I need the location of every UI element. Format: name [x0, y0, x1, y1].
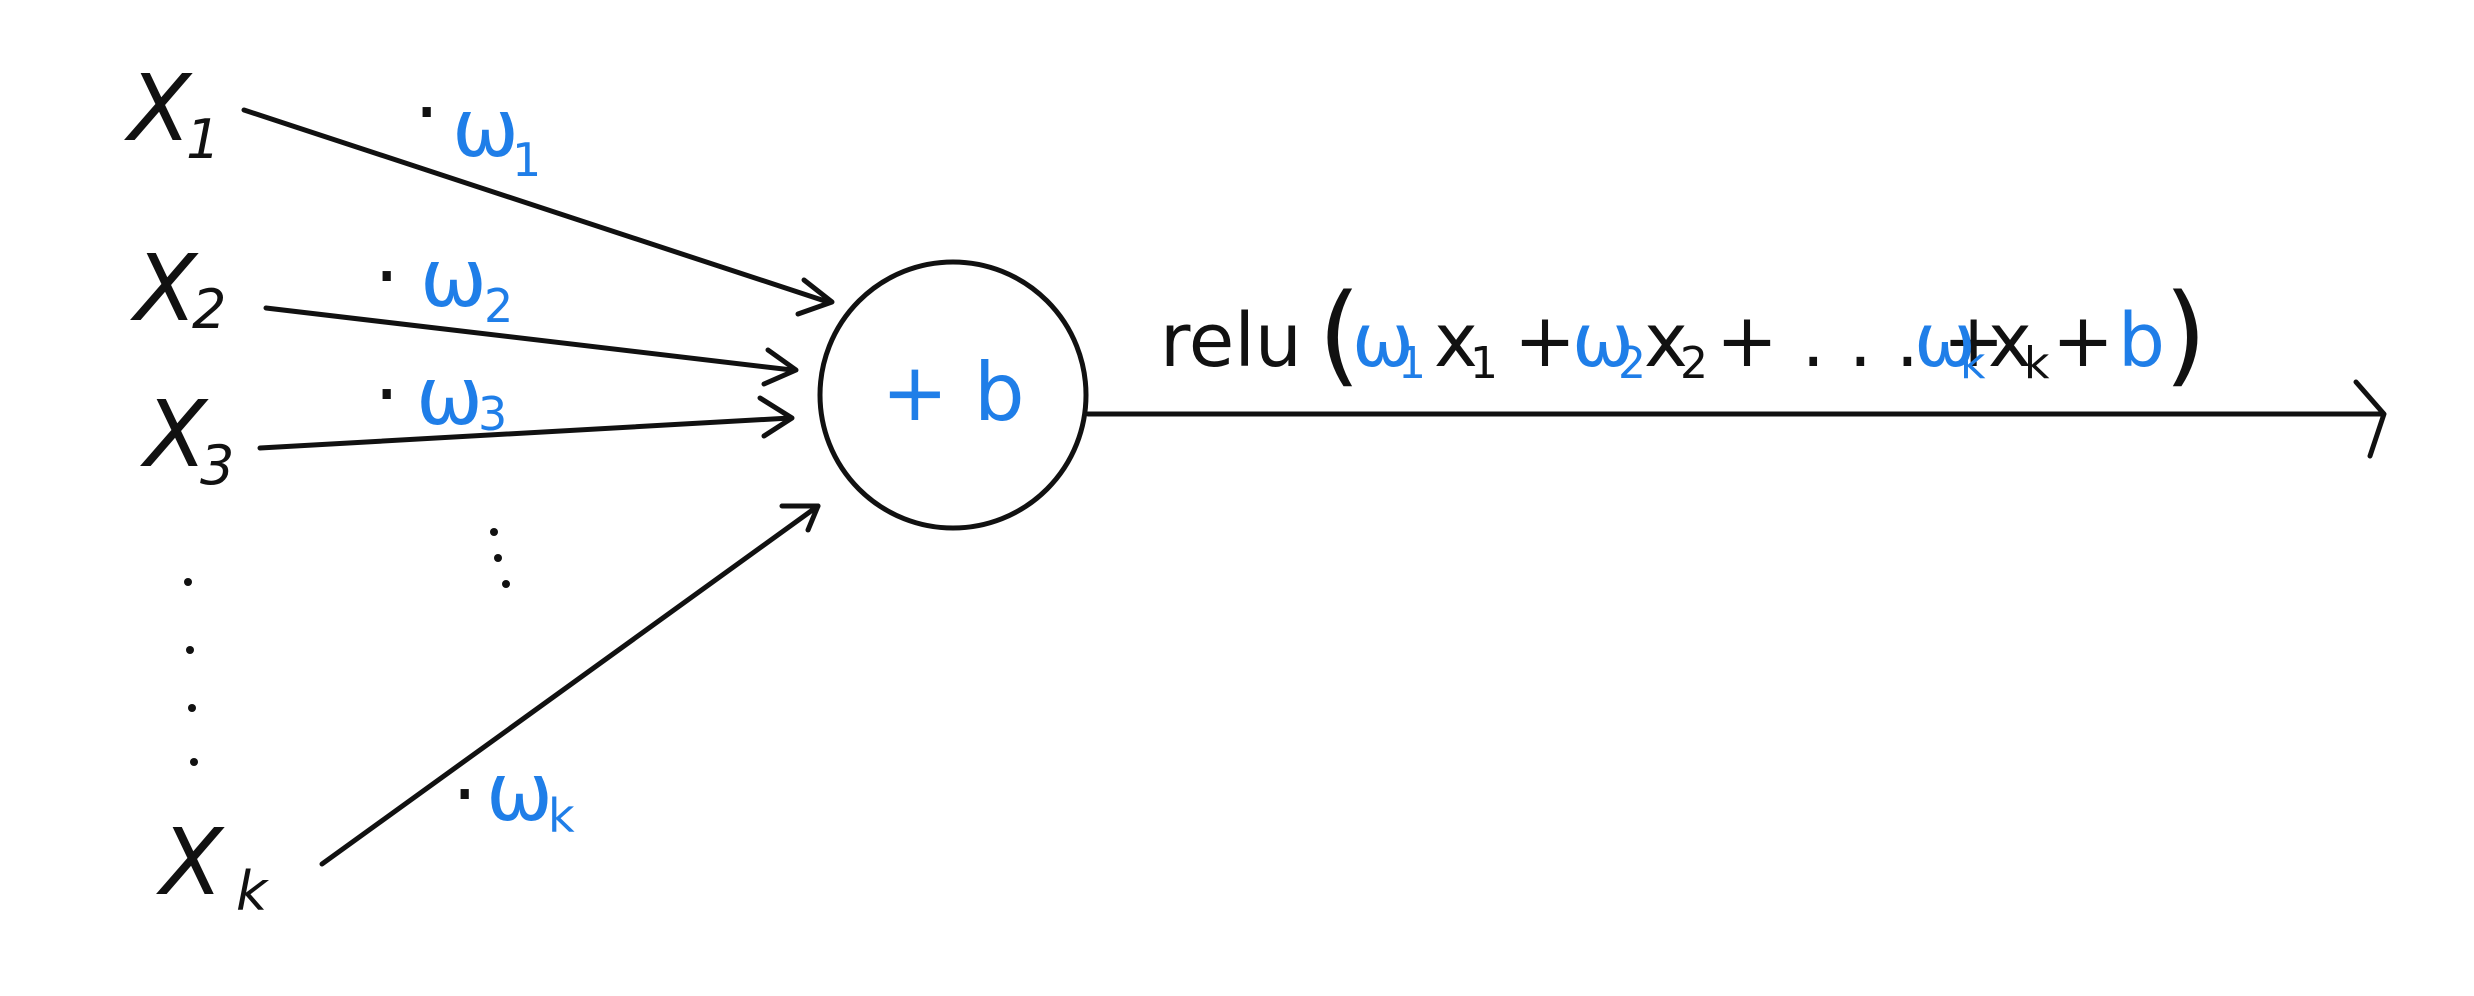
input-x1: X 1: [124, 55, 220, 171]
input-x3-base: X: [140, 381, 209, 488]
weight-w3-base: ω: [416, 350, 483, 443]
arrowhead: [761, 347, 799, 387]
weight-w2-base: ω: [420, 232, 487, 325]
formula-w1-sub: 1: [1398, 338, 1426, 389]
input-x2-base: X: [130, 235, 199, 342]
bias-label: + b: [881, 346, 1024, 439]
arrowhead: [757, 395, 795, 439]
edge-x1: [241, 107, 835, 317]
output-formula: relu ( ω 1 x 1 + ω 2 x 2 + . . . + ω k x…: [1160, 270, 2207, 398]
weight-wk: · ω k: [452, 746, 575, 843]
input-x2: X 2: [130, 235, 226, 342]
formula-xk-sub: k: [2024, 338, 2050, 389]
input-dot: [190, 758, 198, 766]
formula-w2: ω: [1572, 298, 1634, 384]
arrowhead: [2353, 379, 2387, 459]
weight-dot: [502, 580, 510, 588]
formula-close-paren: ): [2164, 270, 2207, 398]
input-x3: X 3: [140, 381, 234, 497]
weight-w2-dot: ·: [374, 230, 399, 323]
edge-xk: [319, 503, 821, 867]
weight-dot: [494, 554, 502, 562]
weight-ellipsis-dots: [490, 528, 510, 588]
formula-plus-2: +: [2052, 298, 2114, 384]
input-xk-sub: k: [236, 860, 270, 923]
neuron-circle: [817, 259, 1089, 531]
formula-func: relu: [1160, 298, 1302, 384]
formula-x2-sub: 2: [1680, 338, 1708, 389]
formula-open-paren: (: [1318, 270, 1361, 398]
formula-x1-sub: 1: [1470, 338, 1498, 389]
weight-w3: · ω 3: [374, 348, 507, 443]
edge-line: [319, 503, 821, 867]
input-x3-sub: 3: [200, 434, 234, 497]
formula-ellipsis: + . . . +: [1716, 298, 2005, 384]
input-x1-sub: 1: [186, 108, 220, 171]
weight-dot: [490, 528, 498, 536]
arrowhead: [795, 277, 835, 317]
weight-w1-base: ω: [452, 82, 519, 175]
arrowhead: [779, 503, 821, 533]
weight-w3-sub: 3: [478, 387, 507, 441]
formula-plus-1: +: [1514, 298, 1576, 384]
input-dot: [188, 704, 196, 712]
input-xk: X k: [156, 809, 270, 923]
formula-xk: x: [1988, 298, 2032, 384]
input-ellipsis-dots: [184, 578, 198, 766]
weight-w2-sub: 2: [484, 279, 513, 333]
weight-wk-base: ω: [486, 746, 553, 839]
input-dot: [184, 578, 192, 586]
input-dot: [186, 646, 194, 654]
input-x1-base: X: [124, 55, 193, 162]
edge-line: [257, 415, 793, 451]
formula-w1: ω: [1352, 298, 1414, 384]
edge-line: [263, 305, 795, 373]
weight-wk-dot: ·: [452, 748, 477, 841]
edge-x2: [263, 305, 799, 387]
formula-x2: x: [1644, 298, 1688, 384]
weight-w1: · ω 1: [414, 66, 541, 187]
weight-w3-dot: ·: [374, 348, 399, 441]
output-edge: [1085, 379, 2387, 459]
weight-w1-sub: 1: [512, 133, 541, 187]
formula-w2-sub: 2: [1618, 338, 1646, 389]
edge-x3: [257, 395, 795, 451]
formula-b: b: [2118, 298, 2165, 384]
edge-line: [241, 107, 831, 305]
neuron-node: + b: [817, 259, 1089, 531]
formula-x1: x: [1434, 298, 1478, 384]
formula-wk-sub: k: [1960, 338, 1986, 389]
formula-wk: ω: [1914, 298, 1976, 384]
input-x2-sub: 2: [192, 278, 226, 341]
weight-w1-dot: ·: [414, 66, 439, 159]
input-xk-base: X: [156, 809, 225, 916]
weight-wk-sub: k: [548, 789, 575, 843]
weight-w2: · ω 2: [374, 230, 513, 333]
